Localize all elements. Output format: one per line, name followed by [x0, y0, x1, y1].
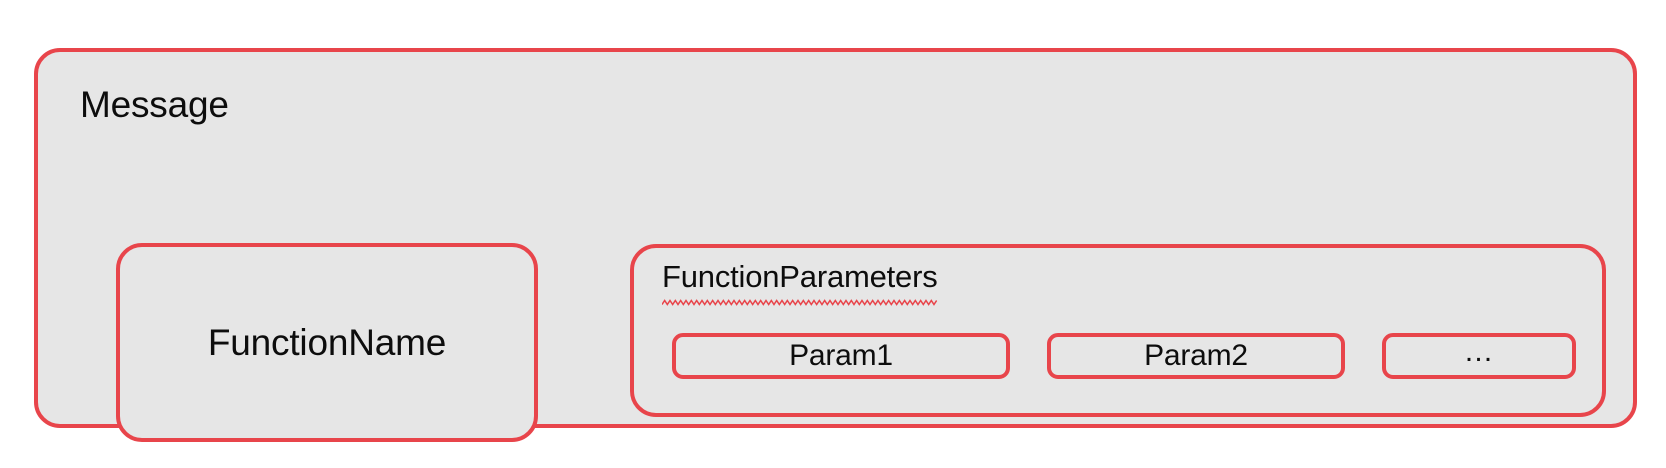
- parameter-chip-row: Param1 Param2 …: [672, 333, 1584, 379]
- function-parameters-label-wrap: FunctionParameters: [662, 258, 938, 306]
- function-name-label: FunctionName: [207, 321, 447, 363]
- parameter-chip-label: …: [1463, 335, 1495, 368]
- function-name-box: FunctionName: [116, 243, 538, 442]
- message-box-label: Message: [80, 84, 229, 125]
- message-box: Message FunctionName FunctionParameters …: [34, 48, 1637, 442]
- function-parameters-label: FunctionParameters: [662, 259, 938, 294]
- function-parameters-box: FunctionParameters Param1 Param2 …: [630, 244, 1606, 417]
- parameter-chip-label: Param2: [1144, 339, 1248, 372]
- spellcheck-squiggle-icon: [662, 299, 938, 306]
- parameter-chip: Param1: [672, 333, 1010, 379]
- parameter-chip-ellipsis: …: [1382, 333, 1576, 379]
- parameter-chip-label: Param1: [789, 339, 893, 372]
- parameter-chip: Param2: [1047, 333, 1345, 379]
